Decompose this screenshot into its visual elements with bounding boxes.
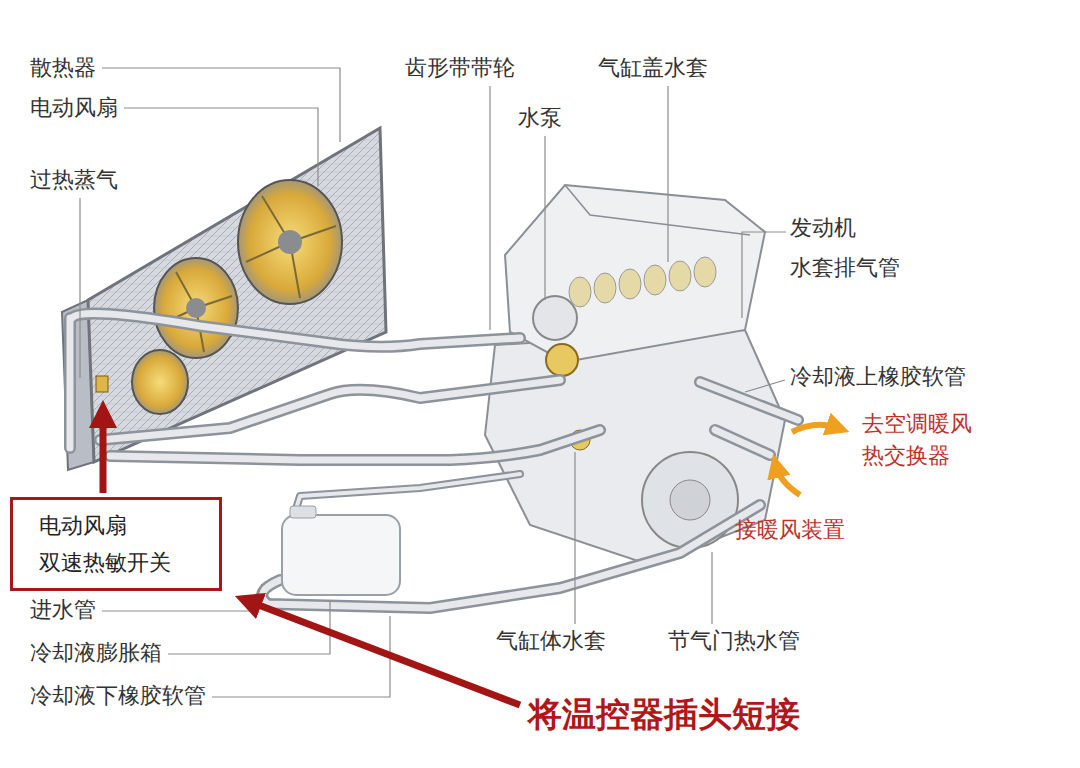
thermo-switch: [96, 376, 108, 392]
part-label: 冷却液膨胀箱: [30, 640, 162, 666]
flow-arrow: [792, 425, 838, 432]
fan-hub: [278, 230, 302, 254]
head-edge: [565, 185, 750, 235]
cams: [569, 257, 716, 307]
fan: [154, 258, 238, 358]
tank-cap: [290, 506, 316, 518]
fan-hub: [186, 298, 206, 318]
expansion-tank: [282, 515, 400, 595]
red-arrow: [100, 414, 107, 493]
part-label: 去空调暖风 热交换器: [862, 408, 994, 472]
part-label: 节气门热水管: [668, 628, 800, 654]
fan-blades: [162, 272, 232, 352]
part-label: 电动风扇: [30, 95, 118, 121]
part-label: 气缸体水套: [496, 628, 606, 654]
part-label: 气缸盖水套: [598, 55, 708, 81]
fan: [238, 180, 342, 304]
flow-arrow: [776, 466, 800, 495]
fan: [132, 350, 188, 414]
radiator-core: [88, 128, 386, 462]
part-label: 接暖风装置: [735, 517, 845, 543]
callout-box: 电动风扇 双速热敏开关: [10, 497, 222, 591]
part-label: 过热蒸气: [30, 167, 118, 193]
part-label: 散热器: [30, 55, 96, 81]
leader-lines: [80, 68, 786, 697]
red-arrow: [248, 601, 520, 705]
part-label: 水泵: [518, 105, 562, 131]
part-label: 齿形带带轮: [405, 55, 515, 81]
belt-pulley: [533, 296, 577, 340]
part-label: 发动机 水套排气管: [790, 208, 922, 287]
part-label: 冷却液上橡胶软管: [790, 364, 966, 390]
crank-hub: [670, 480, 710, 520]
water-pump: [546, 344, 578, 376]
callout-note: 将温控器插头短接: [528, 694, 800, 735]
part-label: 冷却液下橡胶软管: [30, 683, 206, 709]
fan-blades: [246, 196, 336, 298]
part-label: 进水管: [30, 597, 96, 623]
box-text: 电动风扇 双速热敏开关: [39, 507, 193, 582]
cylinder-head: [505, 185, 765, 362]
